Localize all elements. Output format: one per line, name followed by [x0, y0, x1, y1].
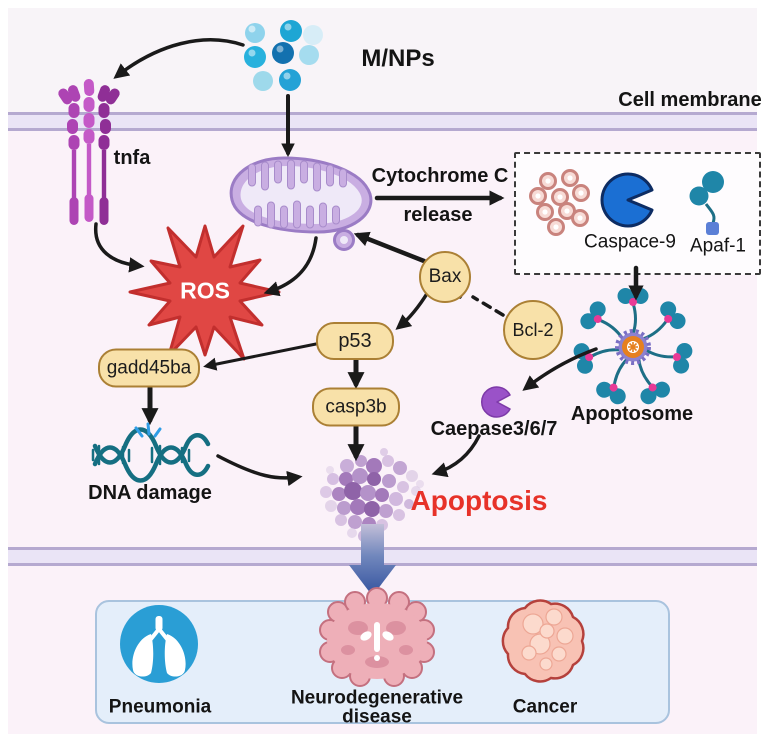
dna-damage-label: DNA damage [88, 482, 212, 504]
neurodegenerative-label-line1: Neurodegenerative [290, 687, 464, 709]
cytochrome-c-granules-icon [529, 169, 590, 236]
node-bax: Bax [419, 251, 471, 303]
apaf1-label: Apaf-1 [690, 235, 746, 257]
pneumonia-label: Pneumonia [108, 696, 212, 718]
caspase9-pacman-icon [600, 172, 654, 228]
tnfa-label: tnfa [113, 147, 151, 169]
apoptosome-label: Apoptosome [570, 403, 694, 425]
caspase367-pacman-icon [481, 386, 511, 418]
node-gadd45ba: gadd45ba [98, 348, 200, 388]
tnfa-receptor-icon [58, 79, 120, 225]
brain-icon [319, 587, 435, 687]
caspase367-label: Caepase3/6/7 [430, 418, 558, 440]
apoptosome-icon [570, 288, 696, 409]
cytochrome-release-label-line2: release [403, 204, 473, 226]
apoptosis-label: Apoptosis [410, 485, 548, 516]
cancer-label: Cancer [512, 696, 578, 718]
mitochondria-icon [229, 156, 373, 251]
nanoparticle-cluster-icon [244, 20, 323, 91]
node-bcl2: Bcl-2 [503, 300, 563, 360]
apaf1-icon [689, 171, 724, 235]
caspase9-label: Caspace-9 [584, 231, 676, 253]
lungs-icon [120, 605, 198, 683]
apoptosis-outcome-arrow [349, 524, 396, 596]
extracellular-background [8, 8, 757, 112]
cytochrome-release-label-line1: Cytochrome C [371, 165, 509, 187]
cell-membrane-label: Cell membrane [618, 89, 762, 111]
dna-helix-icon [91, 422, 211, 483]
node-casp3b: casp3b [312, 387, 400, 427]
tumor-icon [501, 599, 585, 683]
mnps-label: M/NPs [361, 45, 435, 72]
ros-label: ROS [180, 277, 230, 304]
cell-membrane-top [8, 112, 757, 131]
neurodegenerative-label-line2: disease [342, 706, 412, 728]
node-p53: p53 [316, 322, 394, 360]
